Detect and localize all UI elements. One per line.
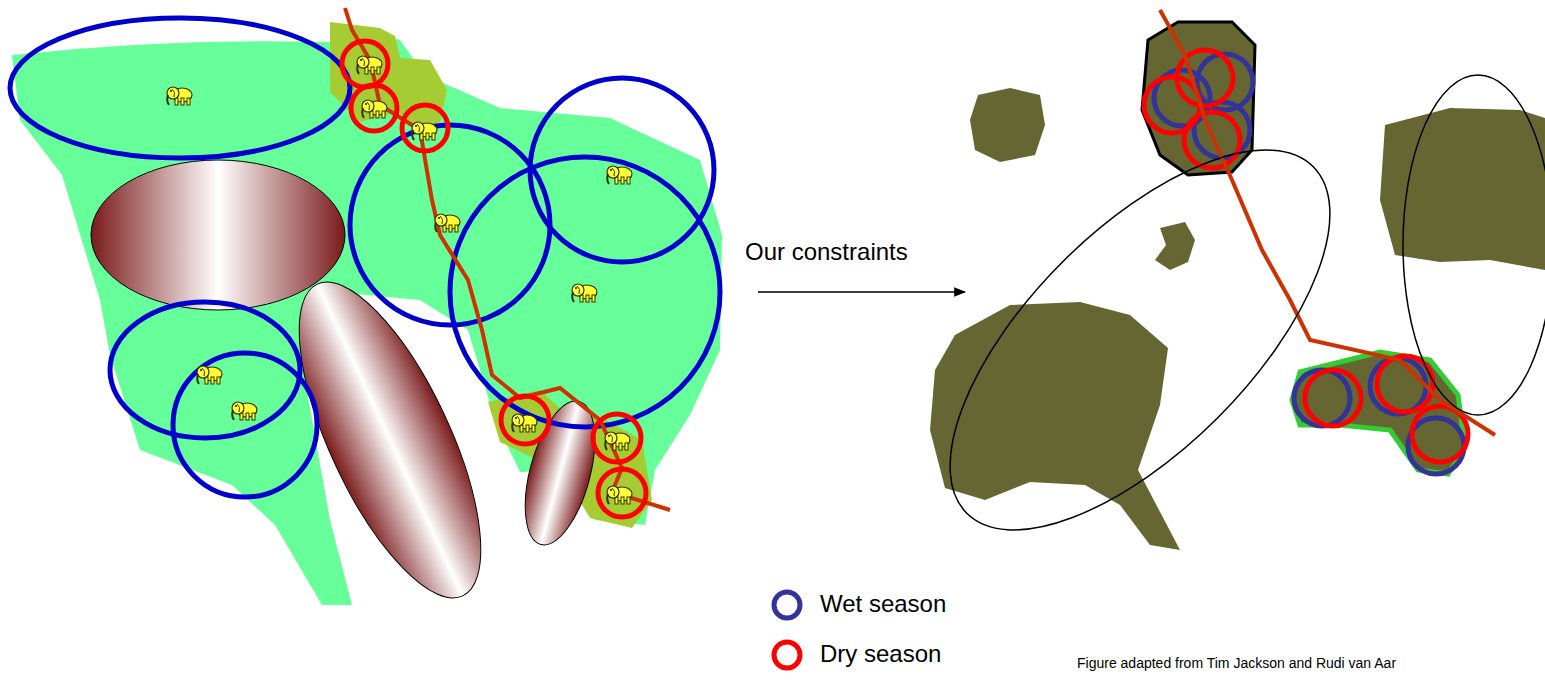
elephant-icon [607,166,632,184]
dry-season-range [593,414,641,462]
legend-swatch-box [770,588,804,622]
elephant-icon [435,214,460,232]
habitat-patch [930,302,1180,550]
habitat-patch [970,88,1045,162]
transform-arrow [758,291,965,293]
barrier [91,160,345,310]
legend-text: Wet season [820,590,946,618]
dry-season-range [501,396,549,444]
elephant-icon [512,414,537,432]
barrier [512,394,608,552]
legend-swatch [774,592,800,618]
elephant-icon [412,122,437,140]
elephant-icon [232,402,257,420]
river [1160,10,1495,435]
habitat-patch [1380,108,1545,270]
wet-season-range [1294,370,1350,426]
home-range [450,157,720,427]
dry-season-range [402,105,448,151]
dry-season-range [598,469,646,517]
home-range [530,78,714,262]
habitat-patch [1292,352,1465,474]
legend-swatch-box [770,638,804,672]
elephant-icon [167,87,192,105]
elephant-icon [572,284,597,302]
constraint-zone [889,89,1391,591]
legend-text: Dry season [820,640,941,668]
home-range [10,18,350,158]
dry-season-range [1305,370,1361,426]
legend-swatch [774,642,800,668]
elephant-icon [197,366,222,384]
arrow-label: Our constraints [745,238,908,266]
figure-caption: Figure adapted from Tim Jackson and Rudi… [1077,655,1396,671]
home-range [110,302,300,438]
constraint-zone [1403,75,1545,415]
river [345,8,670,510]
dry-season-range [351,85,397,131]
elephant-icon [605,432,630,450]
habitat-patch [1155,222,1195,270]
elephant-icon [362,100,387,118]
elephant-icons [167,56,632,504]
home-range [173,353,317,497]
elephant-icon [357,56,382,74]
dry-season-range [342,41,388,87]
elephant-icon [607,486,632,504]
core-area [330,22,447,132]
